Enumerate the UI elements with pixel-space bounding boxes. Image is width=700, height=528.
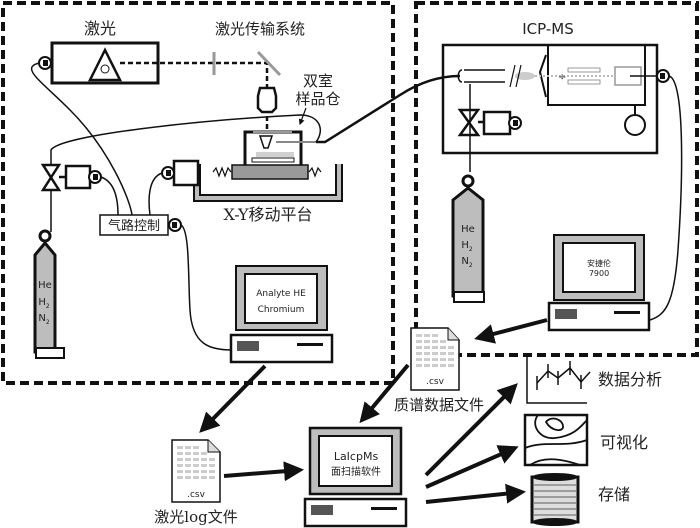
icpms-computer-screen-line2: 7900 <box>589 269 609 278</box>
vacuum-pump-icon <box>624 114 646 136</box>
icpms-title: ICP-MS <box>522 20 574 38</box>
chamber-label-line1: 双室 <box>303 72 333 90</box>
laser-computer-screen-line1: Analyte HE <box>256 289 306 299</box>
icpms-system-boundary <box>414 1 699 357</box>
cylinder-left-gas-2: H2 <box>38 297 50 310</box>
chart-icon <box>526 357 591 404</box>
xy-stage-label: X-Y移动平台 <box>223 205 312 224</box>
icpms-instrument: ÷ <box>441 43 670 172</box>
contour-map-icon <box>523 413 589 467</box>
cylinder-right-gas-2: H2 <box>461 240 473 253</box>
output-label-data-analysis: 数据分析 <box>598 370 662 389</box>
gas-control-label: 气路控制 <box>108 218 160 234</box>
objective-lens-icon <box>256 86 278 114</box>
ms-data-file-label: 质谱数据文件 <box>394 396 484 414</box>
laser-title: 激光 <box>84 19 116 38</box>
ms-data-file-icon <box>410 327 460 391</box>
cylinder-left-gas-1: He <box>38 280 52 291</box>
laser-transfer-label: 激光传输系统 <box>215 20 305 38</box>
output-label-storage: 存储 <box>598 485 630 504</box>
laser-box-wires <box>30 62 321 351</box>
laser-log-file-ext: .csv <box>187 490 205 500</box>
svg-text:÷: ÷ <box>558 72 566 83</box>
flow-arrows <box>199 318 548 504</box>
output-label-visualization: 可视化 <box>600 433 648 452</box>
database-icon <box>530 473 580 526</box>
chamber-label-line2: 样品仓 <box>295 90 340 108</box>
laser-log-file-icon <box>171 439 221 503</box>
ms-data-file-ext: .csv <box>426 377 444 387</box>
cylinder-right-gas-3: N2 <box>461 256 472 269</box>
beam-mirror <box>256 50 282 77</box>
dual-chamber-sample-cell <box>243 130 316 169</box>
software-screen-line2: 面扫描软件 <box>331 465 381 478</box>
cylinder-left-gas-3: N2 <box>38 313 49 326</box>
icpms-data-cable <box>649 75 683 321</box>
icpms-computer-screen-line1: 安捷伦 <box>587 258 611 268</box>
laicpms-software-computer <box>303 426 408 528</box>
laser-system-boundary <box>1 1 395 385</box>
laser-log-file-label: 激光log文件 <box>154 508 237 526</box>
solenoid-valve-left <box>40 163 102 192</box>
icpms-control-computer <box>547 234 651 332</box>
laser-computer-screen-line2: Chromium <box>258 305 305 315</box>
xy-stage <box>161 159 343 202</box>
sample-transport-tube <box>316 74 461 144</box>
laser-control-computer <box>229 265 334 364</box>
gas-cylinder-right <box>451 174 485 303</box>
software-screen-line1: LaIcpMs <box>334 450 379 463</box>
gas-cylinder-left <box>33 229 65 359</box>
cylinder-right-gas-1: He <box>461 224 475 235</box>
